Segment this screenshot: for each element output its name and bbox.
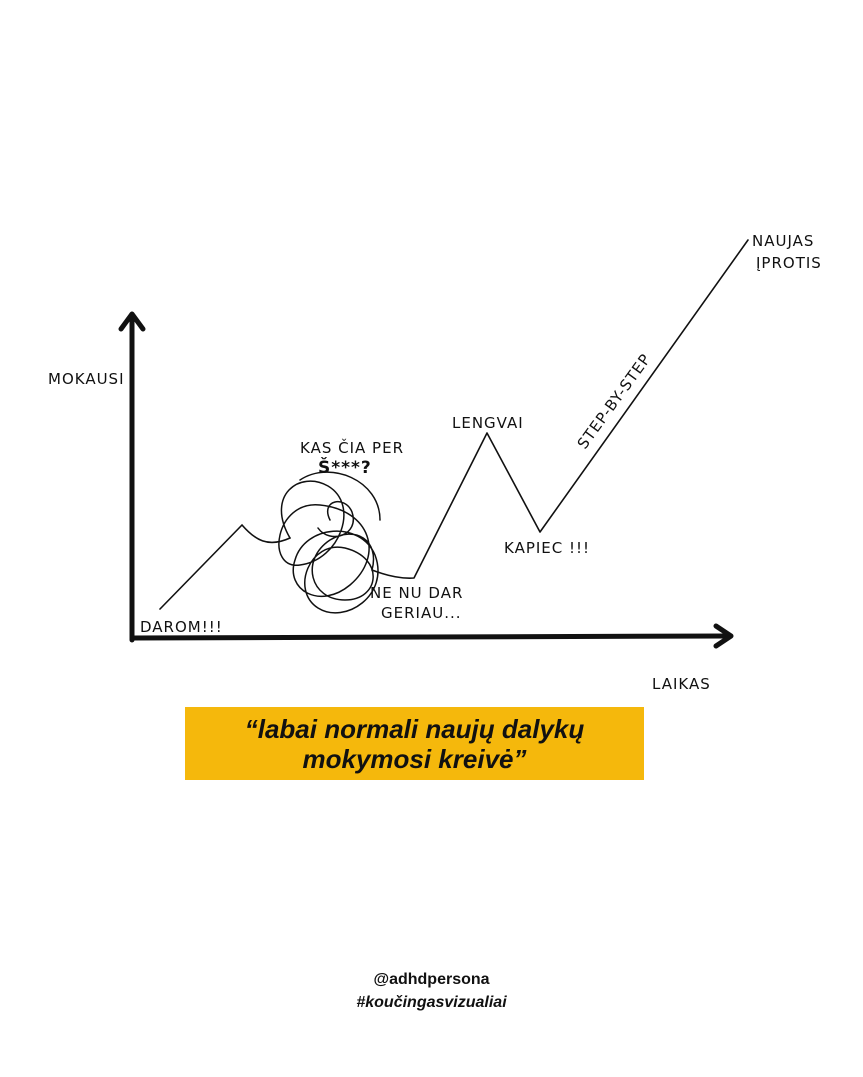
y-axis-arrowhead <box>118 311 146 332</box>
x-axis-arrowhead <box>713 623 734 649</box>
point-label-start: DAROM!!! <box>140 618 223 636</box>
point-label-not-bad-line1: NE NU DAR <box>370 584 463 602</box>
learning-curve-line-continued <box>371 239 749 579</box>
hashtag: #koučingasvizualiai <box>356 994 507 1011</box>
x-axis <box>129 633 731 641</box>
tangle-scribble <box>278 471 381 614</box>
caption-line-1: “labai normali naujų dalykų <box>244 713 585 744</box>
caption-highlight-box: “labai normali naujų dalykų mokymosi kre… <box>185 707 644 780</box>
y-axis-label: MOKAUSI <box>48 370 125 388</box>
point-label-easy: LENGVAI <box>452 414 524 432</box>
learning-curve-diagram: MOKAUSI LAIKAS DAROM!!! KAS ČIA PER Š***… <box>48 232 822 693</box>
point-label-drop: KAPIEC !!! <box>504 539 590 557</box>
learning-curve-line <box>159 523 291 610</box>
point-label-step: STEP-BY-STEP <box>574 350 655 452</box>
point-label-not-bad-line2: GERIAU... <box>381 604 462 622</box>
caption-line-2: mokymosi kreivė” <box>302 743 527 774</box>
point-label-habit-line2: ĮPROTIS <box>756 254 822 272</box>
point-label-mess-line2: Š***? <box>318 456 372 478</box>
x-axis-label: LAIKAS <box>652 675 711 693</box>
author-handle: @adhdpersona <box>373 971 490 988</box>
point-label-habit-line1: NAUJAS <box>752 232 814 250</box>
point-label-mess-line1: KAS ČIA PER <box>300 438 404 457</box>
